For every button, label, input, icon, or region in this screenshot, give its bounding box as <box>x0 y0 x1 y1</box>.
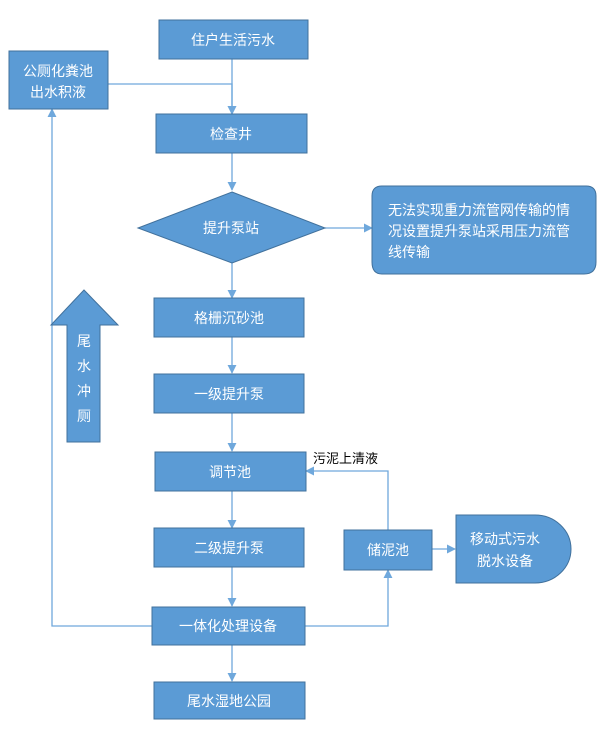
node-secondary-lift-pump: 二级提升泵 <box>153 527 305 568</box>
node-regulating-tank: 调节池 <box>154 451 307 492</box>
connector-septic-to-well <box>108 83 237 115</box>
callout-label-1: 无法实现重力流管网传输的情 <box>388 203 570 219</box>
node-integrated-equipment: 一体化处理设备 <box>151 606 306 646</box>
connector-integrated-to-sludge <box>305 569 393 627</box>
connectors <box>47 59 456 682</box>
flush-label-char-1: 尾 <box>77 334 91 350</box>
node-toilet-septic-label-2: 出水积液 <box>30 85 86 101</box>
node-domestic-sewage: 住户生活污水 <box>158 19 309 60</box>
node-grit-chamber-label: 格栅沉砂池 <box>194 311 264 327</box>
node-tail-wetland-park-label: 尾水湿地公园 <box>187 694 271 710</box>
node-dewatering-label-1: 移动式污水 <box>470 532 540 548</box>
node-grit-chamber: 格栅沉砂池 <box>153 297 305 338</box>
node-secondary-lift-pump-label: 二级提升泵 <box>194 541 264 557</box>
connector-integrated-to-septic <box>47 108 152 627</box>
node-regulating-tank-label: 调节池 <box>209 465 251 481</box>
node-toilet-septic-label-1: 公厕化粪池 <box>23 64 93 80</box>
callout-label-2: 况设置提升泵站采用压力流管 <box>388 224 570 240</box>
node-tail-wetland-park: 尾水湿地公园 <box>153 681 306 720</box>
node-inspection-well-label: 检查井 <box>210 127 252 143</box>
sludge-supernatant-label: 污泥上清液 <box>313 452 378 467</box>
connector-sludge-to-regulating <box>305 466 389 530</box>
callout-label-3: 线传输 <box>388 245 430 261</box>
node-sludge-tank: 储泥池 <box>343 529 433 571</box>
node-sludge-tank-label: 储泥池 <box>367 543 409 559</box>
flush-label-char-2: 水 <box>77 359 91 375</box>
node-domestic-sewage-label: 住户生活污水 <box>191 32 275 49</box>
node-dewatering-equipment: 移动式污水 脱水设备 <box>455 514 572 584</box>
node-toilet-septic: 公厕化粪池 出水积液 <box>8 50 109 110</box>
flush-label-char-4: 厕 <box>77 409 91 425</box>
node-primary-lift-pump: 一级提升泵 <box>153 373 305 414</box>
node-inspection-well: 检查井 <box>155 113 308 154</box>
node-primary-lift-pump-label: 一级提升泵 <box>194 387 264 403</box>
node-lift-pump-station: 提升泵站 <box>136 191 327 264</box>
callout-pressure-pipeline: 无法实现重力流管网传输的情 况设置提升泵站采用压力流管 线传输 <box>371 185 597 275</box>
node-lift-pump-station-label: 提升泵站 <box>203 221 259 237</box>
node-dewatering-label-2: 脱水设备 <box>477 553 533 570</box>
flush-toilet-block-arrow: 尾 水 冲 厕 <box>49 289 120 443</box>
node-integrated-equipment-label: 一体化处理设备 <box>179 618 277 635</box>
flush-label-char-3: 冲 <box>77 384 91 400</box>
